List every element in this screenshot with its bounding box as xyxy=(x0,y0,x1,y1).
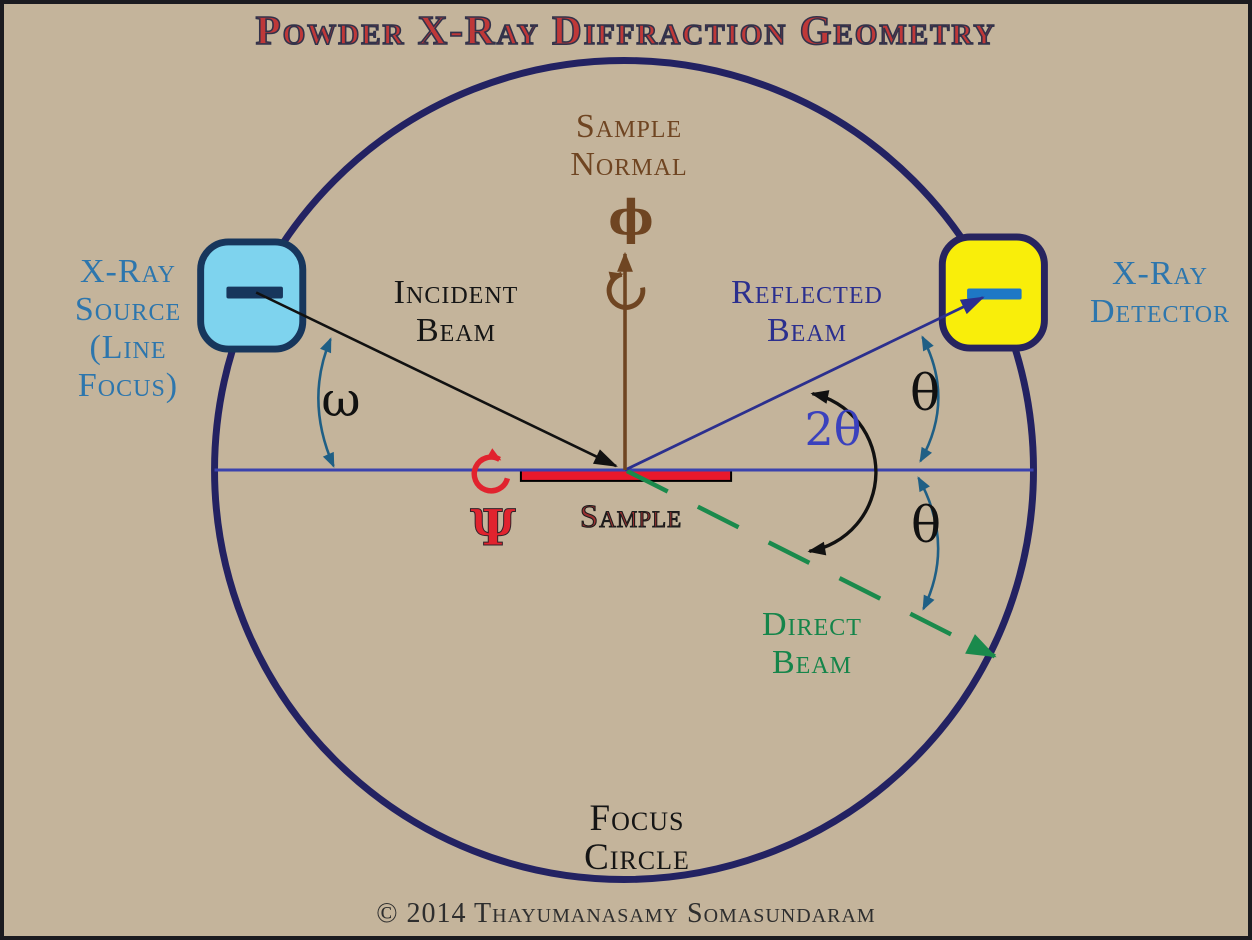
xray-detector-window xyxy=(967,288,1022,300)
theta-upper-symbol: θ xyxy=(909,364,941,422)
label-line: Beam xyxy=(415,312,497,349)
theta-lower-symbol: θ xyxy=(910,496,942,554)
sample-bar xyxy=(519,469,733,482)
direct-beam-line xyxy=(625,468,997,659)
reflected-beam-label: Reflected Beam xyxy=(731,274,883,350)
label-line: X-Ray xyxy=(79,253,176,290)
two-theta-angle-arc xyxy=(807,390,878,556)
incident-beam-line xyxy=(255,291,618,468)
label-line: X-Ray xyxy=(1111,255,1209,292)
sample-label: Sample xyxy=(579,498,683,535)
xray-source-label: X-Ray Source (Line Focus) xyxy=(75,253,181,405)
label-line: Beam xyxy=(771,644,853,681)
focus-circle-label: Focus Circle xyxy=(584,799,690,877)
phi-rotation-arrow xyxy=(606,271,646,310)
label-line: Reflected xyxy=(731,274,883,311)
reflected-beam-line xyxy=(624,296,985,472)
omega-angle-arc xyxy=(317,337,335,468)
xray-source-filament xyxy=(226,286,283,299)
sample-normal-label: Sample Normal xyxy=(570,108,687,184)
phi-symbol: ϕ xyxy=(608,190,654,246)
label-line: Focus) xyxy=(77,367,179,404)
label-line: Focus xyxy=(589,798,685,839)
label-line: Detector xyxy=(1089,293,1231,330)
incident-beam-label: Incident Beam xyxy=(394,274,519,350)
copyright-notice: © 2014 Thayumanasamy Somasundaram xyxy=(376,898,876,929)
psi-rotation-arrow xyxy=(471,448,511,494)
label-line: Source xyxy=(74,291,182,328)
label-line: Normal xyxy=(570,146,688,183)
label-line: Beam xyxy=(766,312,848,349)
two-theta-symbol: 2θ xyxy=(804,402,862,456)
xray-detector-label: X-Ray Detector xyxy=(1090,255,1230,331)
label-line: Sample xyxy=(575,108,683,145)
diagram-canvas xyxy=(197,57,1048,883)
diagram-title: Powder X-Ray Diffraction Geometry xyxy=(255,6,997,54)
label-line: Direct xyxy=(762,606,862,643)
omega-symbol: ω xyxy=(321,372,361,428)
psi-symbol: Ψ xyxy=(470,498,517,557)
theta-lower-angle-arc xyxy=(917,476,940,611)
theta-upper-angle-arc xyxy=(919,335,940,463)
direct-beam-label: Direct Beam xyxy=(762,606,862,682)
label-line: Incident xyxy=(393,274,519,311)
label-line: Circle xyxy=(584,837,690,878)
label-line: (Line xyxy=(89,329,167,366)
